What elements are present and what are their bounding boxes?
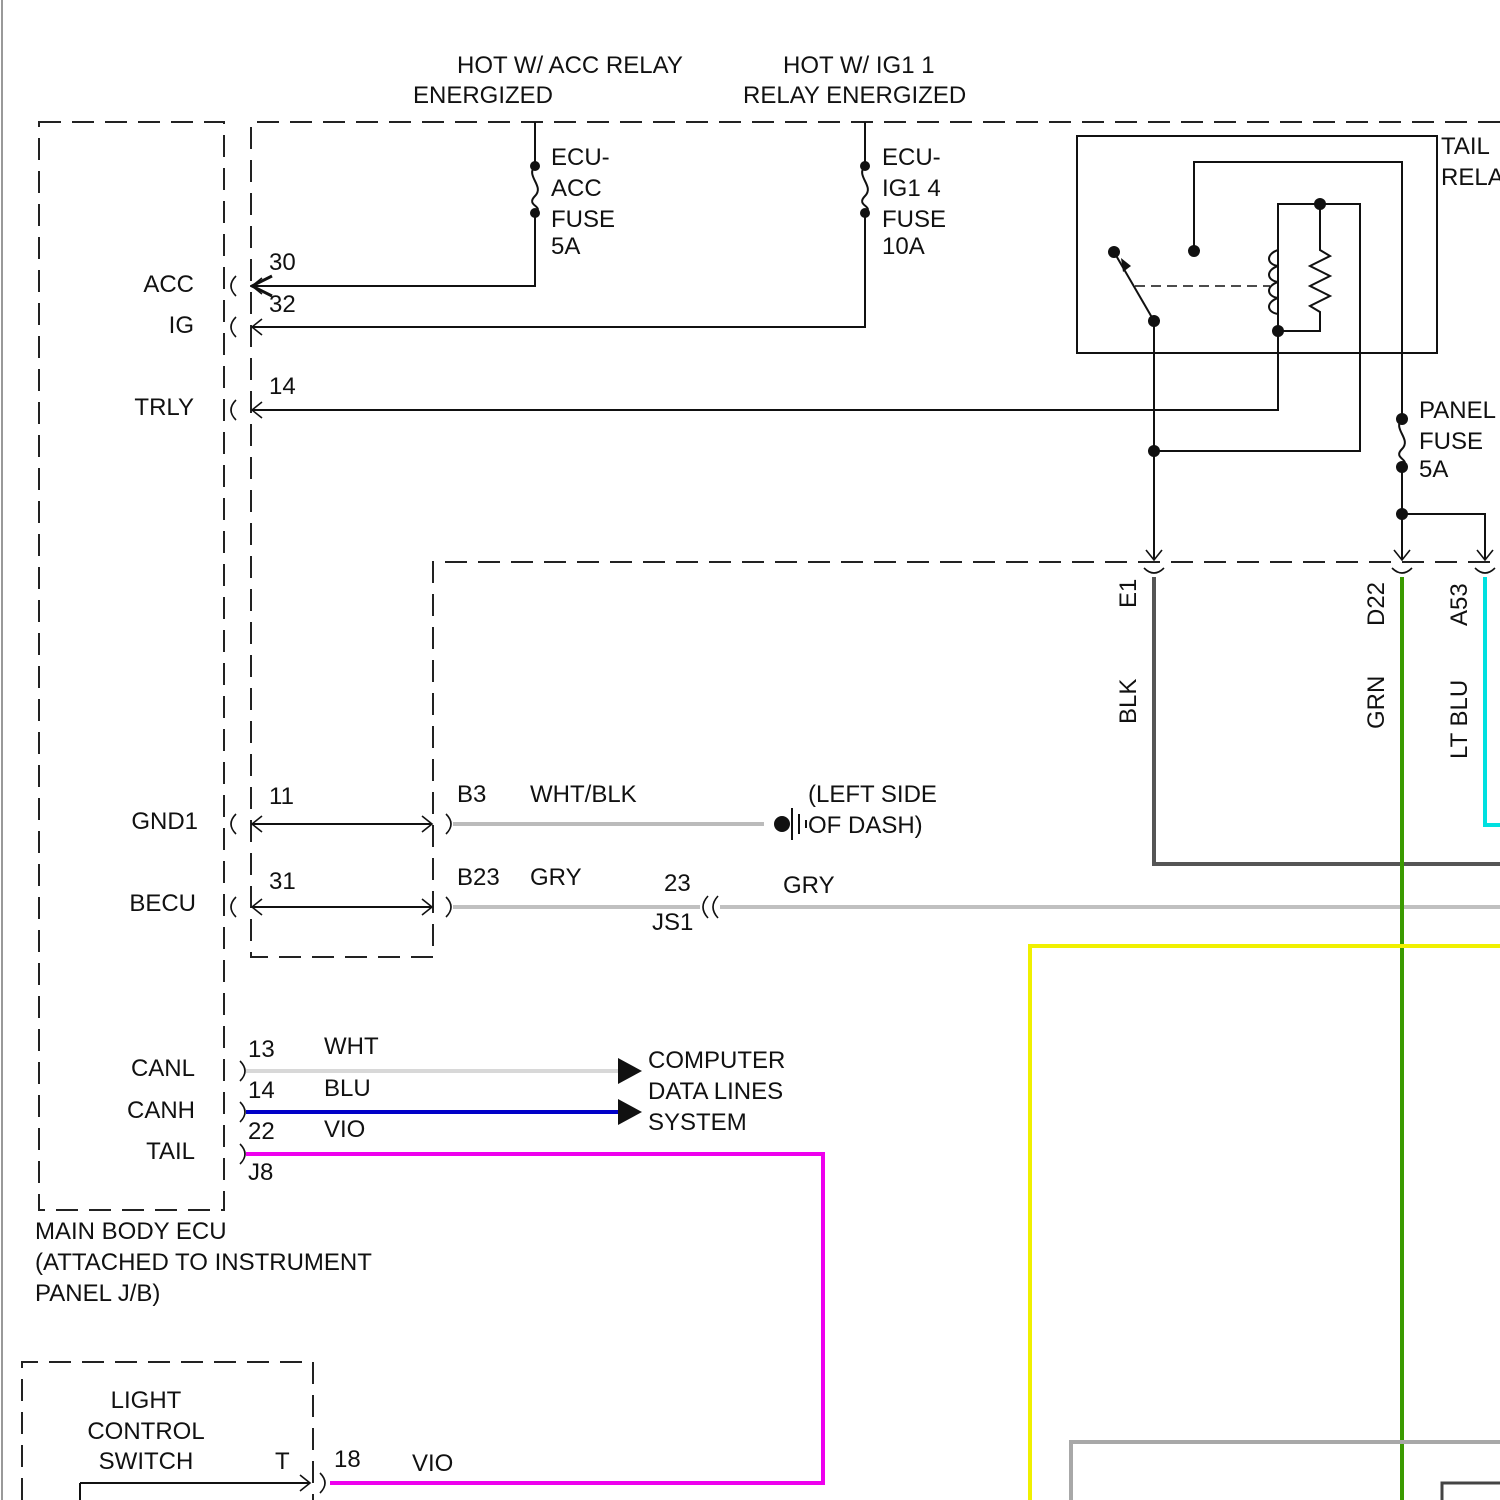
fuse-acc-label: ECU- xyxy=(551,144,610,171)
light-switch-label: SWITCH xyxy=(99,1448,194,1475)
tail-relay-label: RELA xyxy=(1441,164,1500,191)
wire-yellow xyxy=(1030,946,1500,1500)
relay-resistor xyxy=(1278,204,1330,331)
data-lines-label: DATA LINES xyxy=(648,1078,783,1105)
hot-acc-label-1: HOT W/ ACC RELAY xyxy=(457,52,683,79)
panel-fuse-label: FUSE xyxy=(1419,428,1483,455)
connector-b23: B23 xyxy=(457,864,500,891)
tail-relay-box xyxy=(1077,136,1437,353)
ecu-pin-name: CANH xyxy=(127,1097,195,1124)
wire-lt-blu xyxy=(1485,577,1500,825)
wire-label-gry-js1: GRY xyxy=(783,872,835,899)
hot-ig1-label-2: RELAY ENERGIZED xyxy=(743,82,966,109)
ecu-pin-name: CANL xyxy=(131,1055,195,1082)
ecu-pin-number: 31 xyxy=(269,868,296,895)
fuse-panel-symbol xyxy=(1399,419,1405,467)
data-lines-label: COMPUTER xyxy=(648,1047,785,1074)
switch-pin-t: T xyxy=(275,1448,290,1475)
fuse-ig1-label: ECU- xyxy=(882,144,941,171)
ecu-pin-name: IG xyxy=(169,312,194,339)
fuse-acc-label: 5A xyxy=(551,233,580,260)
data-arrow-canl xyxy=(618,1058,642,1084)
fuse-ig1-label: 10A xyxy=(882,233,925,260)
switch-pin-18: 18 xyxy=(334,1446,361,1473)
data-lines-label: SYSTEM xyxy=(648,1109,747,1136)
fuse-acc-label: FUSE xyxy=(551,206,615,233)
ecu-pin-name: TAIL xyxy=(146,1138,195,1165)
main-body-ecu-box xyxy=(39,122,224,1210)
fuse-acc-label: ACC xyxy=(551,175,602,202)
fuse-ig1-label: FUSE xyxy=(882,206,946,233)
connector-j8: J8 xyxy=(248,1159,273,1186)
ecu-pin-name: TRLY xyxy=(134,394,194,421)
fuse-acc-symbol xyxy=(532,166,538,213)
main-body-ecu-label: MAIN BODY ECU xyxy=(35,1218,227,1245)
relay-coil xyxy=(1269,250,1278,314)
ecu-pin-number: 30 xyxy=(269,249,296,276)
fuse-ig1-label: IG1 4 xyxy=(882,175,941,202)
wire-label-vio-18: VIO xyxy=(412,1450,453,1477)
ecu-pin-number: 14 xyxy=(248,1077,275,1104)
wire-gray-lower xyxy=(1071,1442,1500,1500)
main-body-ecu-label: (ATTACHED TO INSTRUMENT xyxy=(35,1249,372,1276)
wire-label-blu: BLU xyxy=(324,1075,371,1102)
hot-acc-label-2: ENERGIZED xyxy=(413,82,553,109)
ecu-pin-number: 11 xyxy=(269,783,294,810)
fuse-ig1-symbol xyxy=(862,166,868,213)
tail-relay-label: TAIL xyxy=(1441,133,1490,160)
ground-icon xyxy=(774,816,790,832)
wire-label-grn: GRN xyxy=(1363,676,1390,729)
ground-location-label: OF DASH) xyxy=(808,812,923,839)
connector-a53: A53 xyxy=(1446,583,1473,626)
panel-fuse-label: 5A xyxy=(1419,456,1448,483)
ecu-pin-name: ACC xyxy=(143,271,194,298)
ecu-pin-name: GND1 xyxy=(131,808,198,835)
wire-label-gry: GRY xyxy=(530,864,582,891)
colored-wires xyxy=(246,577,1500,1500)
wire-label-vio: VIO xyxy=(324,1116,365,1143)
ecu-pin-name: BECU xyxy=(129,890,196,917)
relay-switch-arm xyxy=(1114,252,1154,321)
light-switch-label: CONTROL xyxy=(87,1418,204,1445)
main-body-ecu-label: PANEL J/B) xyxy=(35,1280,160,1307)
connector-e1: E1 xyxy=(1115,579,1142,608)
wire-label-wht: WHT xyxy=(324,1033,379,1060)
connector-d22: D22 xyxy=(1363,582,1390,626)
wire-vio xyxy=(246,1154,823,1483)
ground-location-label: (LEFT SIDE xyxy=(808,781,937,808)
ecu-pin-number: 14 xyxy=(269,373,296,400)
ecu-pin-number: 22 xyxy=(248,1118,275,1145)
panel-fuse-label: PANEL xyxy=(1419,397,1496,424)
ecu-pin-number: 32 xyxy=(269,291,296,318)
wire-label-blk: BLK xyxy=(1115,679,1142,724)
hot-ig1-label-1: HOT W/ IG1 1 xyxy=(783,52,935,79)
light-switch-label: LIGHT xyxy=(111,1387,182,1414)
wire-label-wht-blk: WHT/BLK xyxy=(530,781,637,808)
js1-pin-number: 23 xyxy=(664,870,691,897)
connector-b3: B3 xyxy=(457,781,486,808)
connector-js1: JS1 xyxy=(652,909,693,936)
labels: HOT W/ ACC RELAY ENERGIZED HOT W/ IG1 1 … xyxy=(35,52,1500,1477)
ecu-pin-number: 13 xyxy=(248,1036,275,1063)
data-arrow-canh xyxy=(618,1099,642,1125)
wire-dark-lower xyxy=(1442,1483,1500,1500)
wire-label-lt-blu: LT BLU xyxy=(1446,680,1473,759)
